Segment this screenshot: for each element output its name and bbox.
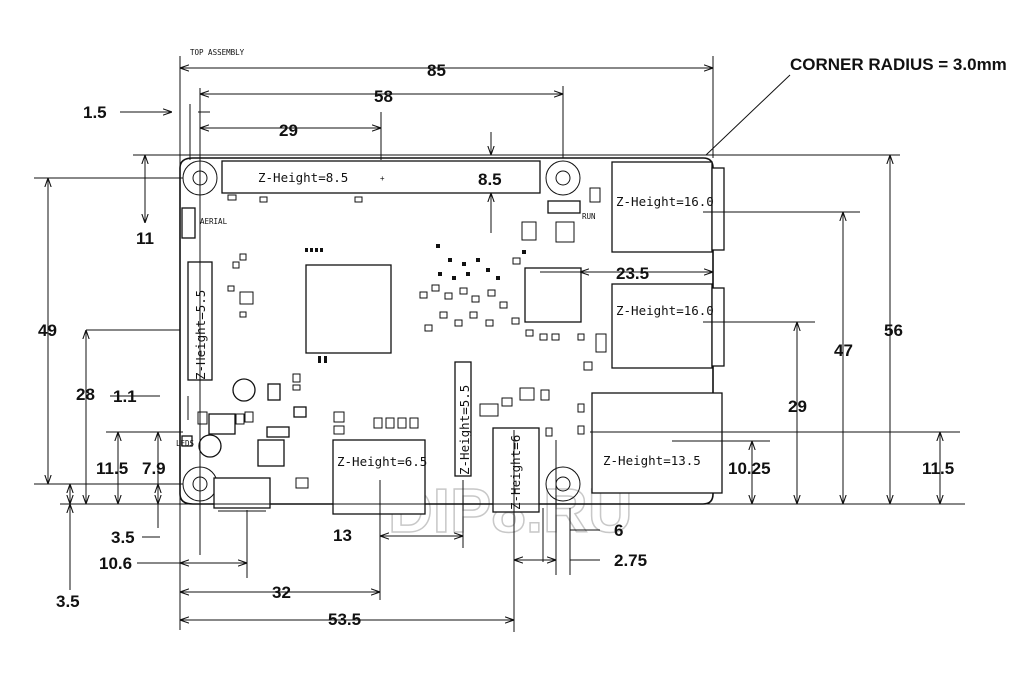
run-header [547,200,581,214]
usb-top-z-height-label: Z-Height=16.0 [616,194,714,209]
soc-pins-top [305,248,323,252]
usb-port-middle-flange [711,287,725,367]
usb-mid-z-height-label: Z-Height=16.0 [616,303,714,318]
dim-1-5: 1.5 [83,103,107,122]
dim-29-right: 29 [788,397,807,416]
dim-7-9: 7.9 [142,459,166,478]
led-block [181,435,193,447]
capacitor-round-1 [232,378,256,402]
smd-part-b [293,406,307,418]
gpio-pin1-mark: + [380,174,385,183]
camera-z-height-label: Z-Height=5.5 [457,385,472,475]
small-smd-components [197,187,607,489]
dim-85: 85 [427,61,446,80]
aerial-connector [181,207,196,239]
usb-port-middle [611,283,713,369]
dim-53-5: 53.5 [328,610,361,629]
regulator [208,413,236,435]
dim-3-5-a: 3.5 [111,528,135,547]
dim-2-75: 2.75 [614,551,647,570]
dimension-lines [34,56,965,632]
soc-chip [305,264,392,354]
dim-11-5-left: 11.5 [96,459,128,478]
run-label: RUN [582,212,596,221]
dim-13: 13 [333,526,352,545]
lan-chip [524,267,582,323]
ethernet-z-height-label: Z-Height=13.5 [603,453,701,468]
gpio-z-height-label: Z-Height=8.5 [258,170,348,185]
ethernet-port [591,392,723,494]
usb-port-top [611,161,713,253]
hdmi-port [332,439,426,515]
dim-29-top: 29 [279,121,298,140]
capacitor-round-2 [198,434,222,458]
camera-connector [454,361,472,477]
dim-3-5-b: 3.5 [56,592,80,611]
audio-jack [492,427,540,513]
dim-23-5: 23.5 [616,264,649,283]
smd-part-c [266,426,290,438]
dim-6: 6 [614,521,623,540]
dim-56: 56 [884,321,903,340]
corner-radius-note: CORNER RADIUS = 3.0mm [790,55,1007,74]
dim-10-6: 10.6 [99,554,132,573]
dim-58: 58 [374,87,393,106]
dim-49: 49 [38,321,57,340]
usb-port-top-flange [711,167,725,251]
dim-32: 32 [272,583,291,602]
dim-28: 28 [76,385,95,404]
dim-11: 11 [136,229,154,248]
dim-1-1: 1.1 [113,387,137,406]
dim-10-25: 10.25 [728,459,771,478]
soc-decoupling-dots [436,244,526,280]
hdmi-z-height-label: Z-Height=6.5 [337,454,427,469]
dim-8-5: 8.5 [478,170,502,189]
soc-pins-bottom [318,356,327,363]
dim-47: 47 [834,341,853,360]
drawing-title: TOP ASSEMBLY [190,48,245,57]
dim-11-5-right: 11.5 [922,459,954,478]
micro-usb-power [213,477,271,509]
aerial-label: AERIAL [200,217,228,226]
mounting-hole-top-right [545,160,581,196]
smd-part-a [267,383,281,401]
leds-label: LEDS [176,439,195,448]
inductor [257,439,285,467]
audio-z-height-label: Z-Height=6 [508,435,523,510]
gpio-header [221,160,541,194]
